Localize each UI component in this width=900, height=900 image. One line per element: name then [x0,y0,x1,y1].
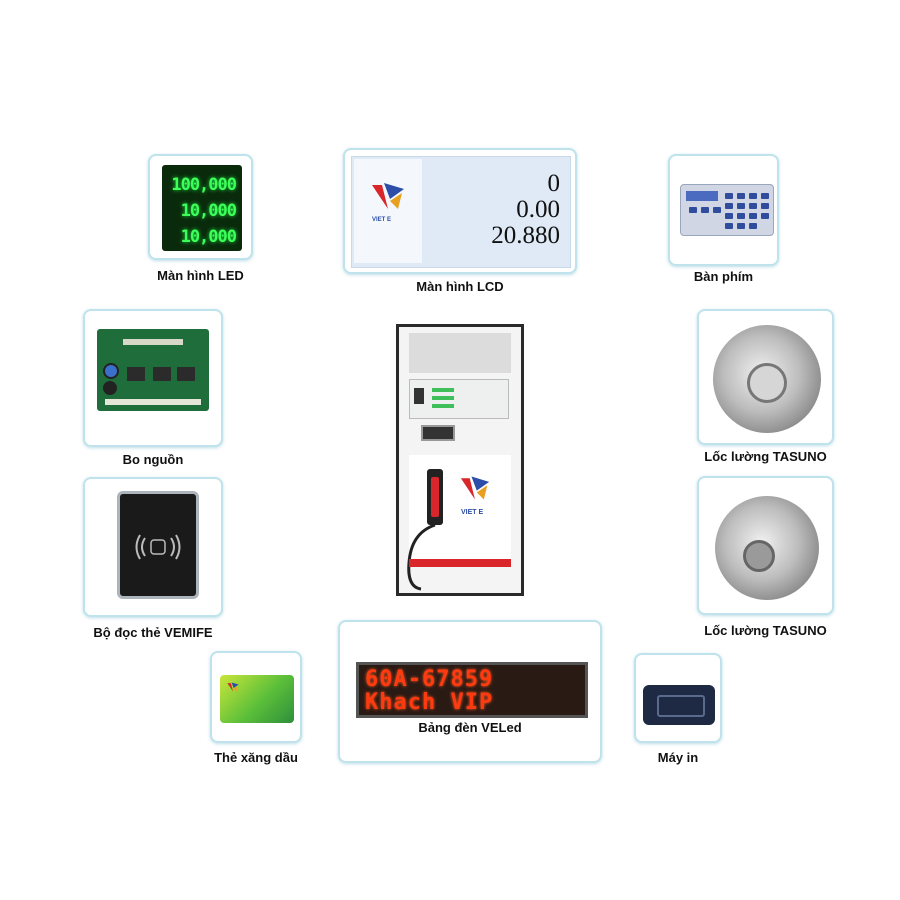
capacitor [103,363,119,379]
fuel-pump-image: VIET E [396,324,524,596]
key [749,213,757,219]
key [761,203,769,209]
pump-base-stripe [409,559,511,567]
key [737,193,745,199]
power-board-image [97,329,209,411]
led-display-card: 100,000 10,000 10,000 [148,154,253,260]
printer-label: Máy in [657,750,699,765]
flowmeter-2-card [697,476,834,615]
pump-lower-body [409,455,511,559]
printer-image [643,685,715,725]
pump-led-row [432,396,454,400]
key [737,213,745,219]
hose-icon [407,523,436,591]
flowmeter-2-center [743,540,775,572]
key [689,207,697,213]
keypad-label: Bàn phím [693,269,754,284]
keypad-screen [686,191,718,201]
flowmeter-1-card [697,309,834,445]
keypad-image [680,184,774,236]
key [737,223,745,229]
lcd-reading-1: 0 [547,170,561,197]
viet-e-logo-icon [227,682,239,692]
pump-keypad [421,425,455,441]
connector [105,399,201,405]
flowmeter-2-label: Lốc lường TASUNO [704,623,827,638]
key [761,213,769,219]
led-board-image: 60A-67859 Khach VIP [356,662,588,718]
printer-slot [657,695,705,717]
printer-card [634,653,722,743]
fuel-card-image [220,675,294,723]
led-board-line-2: Khach VIP [365,690,494,715]
lcd-logo-text: VIET E [372,217,392,223]
viet-e-logo-icon [372,183,404,209]
lcd-reading-2: 0.00 [516,196,560,223]
lcd-display-card: VIET E 0 0.00 20.880 [343,148,577,274]
key [749,203,757,209]
chip [177,367,195,381]
led-reading-2: 10,000 [180,201,237,221]
capacitor [103,381,117,395]
chip [127,367,145,381]
card-reader-label: Bộ đọc thẻ VEMIFE [93,625,213,640]
contactless-icon [135,534,181,560]
led-board-label: Bảng đèn VELed [418,720,522,735]
led-display-image: 100,000 10,000 10,000 [162,165,242,251]
power-board-label: Bo nguồn [122,452,184,467]
lcd-display-image: VIET E 0 0.00 20.880 [351,156,571,268]
key [725,223,733,229]
pump-logo-text: VIET E [461,509,484,516]
fuel-card-label: Thẻ xăng dầu [214,750,298,765]
card-reader-image [117,491,199,599]
key [713,207,721,213]
chip [123,339,183,345]
key [725,213,733,219]
pump-top-panel [409,333,511,373]
flowmeter-1-center [747,363,787,403]
led-board-card: 60A-67859 Khach VIP Bảng đèn VELed [338,620,602,763]
pump-display-panel [409,379,509,419]
pump-led [414,388,424,404]
led-display-label: Màn hình LED [157,268,244,283]
power-board-card [83,309,223,447]
key [761,193,769,199]
lcd-display-label: Màn hình LCD [416,279,504,294]
pump-led-row [432,388,454,392]
viet-e-logo-icon [460,476,490,500]
card-reader-card [83,477,223,617]
key [725,193,733,199]
key [701,207,709,213]
key [737,203,745,209]
nozzle-icon [431,477,439,517]
led-reading-3: 10,000 [180,227,237,247]
lcd-reading-3: 20.880 [491,222,560,249]
led-reading-1: 100,000 [171,175,237,195]
led-board-line-1: 60A-67859 [365,667,494,692]
key [749,193,757,199]
key [749,223,757,229]
chip [153,367,171,381]
key [725,203,733,209]
fuel-card-card [210,651,302,743]
lcd-logo-panel: VIET E [354,159,422,263]
flowmeter-1-label: Lốc lường TASUNO [704,449,827,464]
pump-led-row [432,404,454,408]
keypad-card [668,154,779,266]
